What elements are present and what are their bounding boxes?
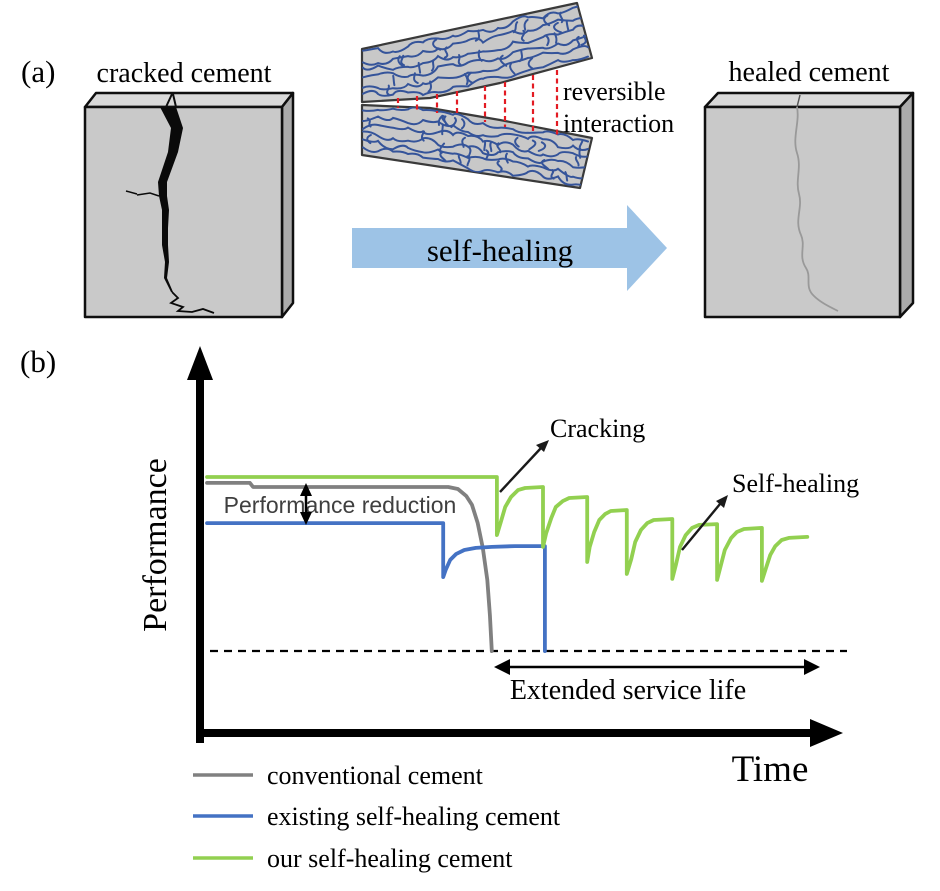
cracked-block-front-face (83, 105, 284, 319)
x-axis-arrowhead-icon (810, 719, 843, 747)
legend-label-conventional: conventional cement (267, 761, 484, 790)
series-conventional-cement (205, 481, 494, 653)
cracked-block-top-face (83, 91, 295, 109)
polymer-network-lower (362, 106, 589, 188)
y-axis-label: Performance (137, 458, 174, 632)
chart-legend: conventional cement existing self-healin… (193, 761, 561, 873)
self-healing-arrow: self-healing (352, 205, 667, 291)
extended-service-life-annotation: Extended service life (494, 659, 820, 706)
polymer-network-upper (362, 4, 589, 97)
panel-b: (b) Performance Time Performance reducti… (20, 344, 859, 873)
extended-service-life-label: Extended service life (510, 675, 746, 706)
healed-crack-line (794, 106, 839, 312)
cracking-annotation: Cracking (499, 414, 645, 493)
crack-shape (158, 107, 183, 292)
cracked-cement-title: cracked cement (97, 58, 272, 89)
cracking-arrowhead-icon (536, 440, 549, 452)
extended-service-life-arrow-left-icon (494, 659, 510, 675)
x-axis-label: Time (732, 749, 809, 790)
healed-block-side-face (898, 91, 915, 319)
cracking-arrow-line (499, 447, 542, 493)
performance-reduction-label: Performance reduction (224, 492, 457, 518)
performance-reduction-arrow-down-icon (300, 512, 312, 525)
performance-reduction-annotation: Performance reduction (224, 483, 457, 525)
healed-cement-block (703, 91, 915, 319)
self-healing-arrow-line (681, 503, 721, 551)
cracked-cement-block (83, 91, 295, 319)
cracked-block-side-face (280, 91, 295, 319)
healed-block-top-face (703, 91, 915, 109)
legend-label-existing: existing self-healing cement (267, 802, 561, 831)
healed-cement-title: healed cement (729, 57, 890, 88)
crack-top-notch (165, 93, 177, 108)
axes: Performance Time (137, 346, 843, 790)
crack-branch (125, 190, 160, 197)
panel-a: (a) cracked cement healed cement reversi… (21, 1, 915, 319)
legend-label-ours: our self-healing cement (267, 844, 513, 873)
reversible-label-line1: reversible (563, 77, 666, 106)
self-healing-arrowhead-icon (716, 495, 728, 508)
reversible-label-line2: interaction (563, 109, 674, 138)
reversible-interaction-dashes (396, 70, 559, 138)
series-our-self-healing-cement (205, 475, 810, 583)
healed-crack-top-notch (796, 94, 801, 108)
reversible-interaction-inset: reversible interaction (360, 1, 674, 190)
extended-service-life-arrow-right-icon (804, 659, 820, 675)
series-existing-self-healing-cement (205, 521, 547, 653)
self-healing-label: Self-healing (732, 469, 859, 498)
crack-tail (169, 291, 215, 314)
self-healing-annotation: Self-healing (681, 469, 859, 551)
healed-block-front-face (703, 105, 902, 319)
panel-a-label: (a) (21, 54, 55, 89)
panel-b-label: (b) (20, 344, 56, 379)
self-healing-arrow-label: self-healing (427, 233, 573, 268)
cracking-label: Cracking (550, 414, 645, 443)
self-healing-arrow-shape (352, 205, 667, 291)
y-axis-arrowhead-icon (187, 346, 213, 380)
performance-reduction-arrow-up-icon (300, 483, 312, 496)
